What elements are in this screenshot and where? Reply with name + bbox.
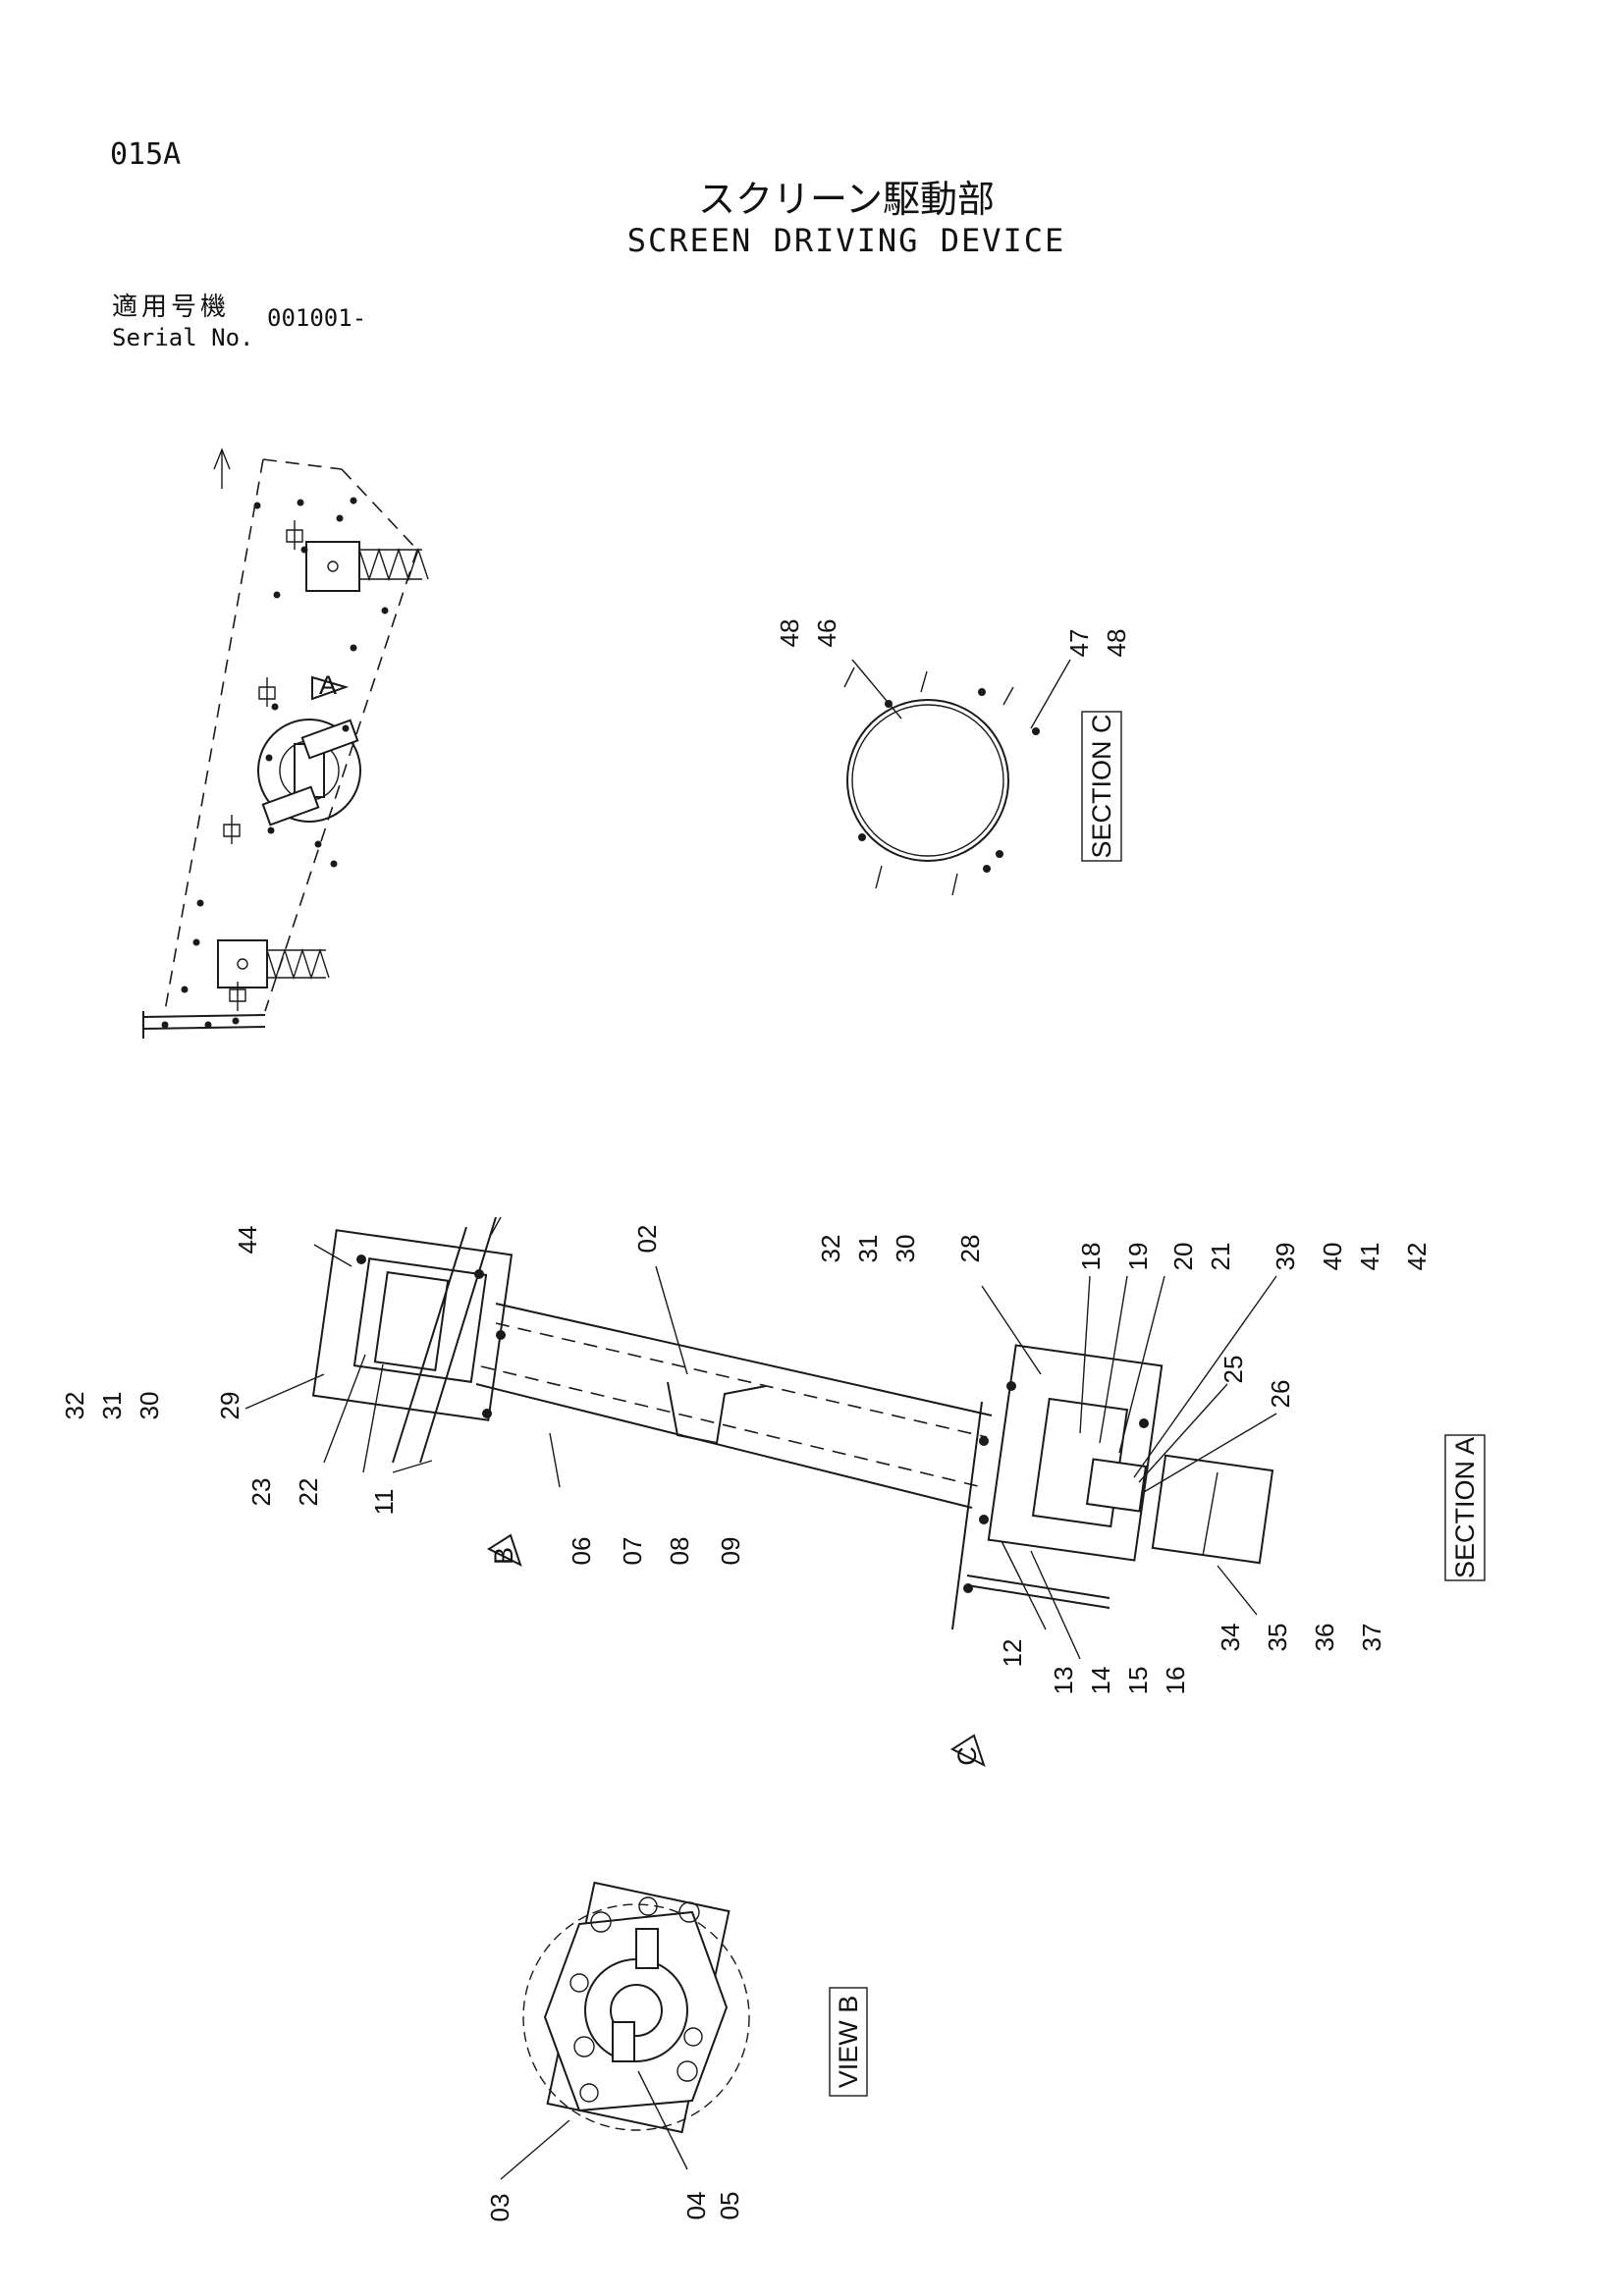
part-number: 02: [632, 1225, 662, 1254]
part-number: 12: [998, 1639, 1027, 1668]
part-number: 44: [233, 1226, 262, 1255]
part-number: 35: [1263, 1624, 1292, 1652]
part-number: 29: [215, 1392, 244, 1420]
part-number: 09: [716, 1537, 745, 1566]
section-c-ring: [843, 659, 1122, 896]
part-number: 48: [775, 619, 804, 648]
serial-label-english: Serial No.: [112, 324, 254, 351]
part-number: 41: [1355, 1243, 1384, 1271]
part-number: 40: [1318, 1243, 1347, 1271]
part-number: 34: [1216, 1624, 1245, 1652]
view-marker-c: C: [952, 1746, 982, 1766]
part-number: 42: [1402, 1243, 1432, 1271]
part-number: 08: [665, 1537, 694, 1566]
serial-label-japanese: 適用号機: [112, 293, 231, 322]
part-number: 36: [1310, 1624, 1339, 1652]
part-number: 31: [97, 1392, 127, 1420]
part-number: 11: [369, 1489, 399, 1516]
part-number: 06: [567, 1537, 596, 1566]
part-number: 30: [135, 1392, 164, 1420]
part-number: 37: [1357, 1624, 1386, 1652]
part-number: 39: [1271, 1243, 1300, 1271]
view-b-flange: [500, 1881, 868, 2180]
part-number: 16: [1161, 1667, 1190, 1695]
part-number: 19: [1123, 1243, 1153, 1271]
part-number: 46: [812, 619, 841, 648]
part-number: 13: [1049, 1667, 1078, 1695]
part-number: 03: [485, 2194, 514, 2222]
part-number: 48: [1102, 629, 1131, 658]
section-a-part-numbers: 32 31 30 29 23 22 11 44 02 06 07 08 09 3…: [60, 1225, 1432, 1695]
part-number: 22: [294, 1478, 323, 1507]
serial-number-value: 001001-: [267, 304, 367, 332]
part-number: 23: [246, 1478, 276, 1507]
view-marker-a: A: [319, 670, 337, 700]
part-number: 31: [853, 1235, 883, 1263]
section-c-label: SECTION C: [1087, 714, 1116, 858]
part-number: 26: [1266, 1380, 1295, 1409]
view-marker-b: B: [489, 1547, 518, 1565]
overview-rivets: [161, 497, 389, 1029]
part-number: 28: [955, 1235, 985, 1263]
page-title-english: SCREEN DRIVING DEVICE: [626, 222, 1066, 259]
view-b-label: VIEW B: [834, 1996, 863, 2089]
part-number: 30: [891, 1235, 920, 1263]
section-a-label: SECTION A: [1450, 1437, 1480, 1578]
part-number: 47: [1064, 629, 1094, 658]
part-number: 32: [60, 1392, 89, 1420]
page-code: 015A: [110, 137, 182, 172]
overview-frame-drawing: [142, 448, 429, 1039]
part-number: 07: [618, 1537, 647, 1566]
part-number: 25: [1218, 1356, 1248, 1384]
part-number: 20: [1168, 1243, 1198, 1271]
section-a-assembly: [244, 1216, 1486, 1767]
part-number: 05: [715, 2192, 744, 2220]
page-title-japanese: スクリーン駆動部: [697, 178, 996, 221]
part-number: 32: [816, 1235, 845, 1263]
part-number: 18: [1076, 1243, 1106, 1271]
part-number: 04: [681, 2192, 711, 2220]
part-number: 14: [1086, 1667, 1115, 1695]
part-number: 21: [1206, 1243, 1235, 1271]
part-number: 15: [1123, 1667, 1153, 1695]
